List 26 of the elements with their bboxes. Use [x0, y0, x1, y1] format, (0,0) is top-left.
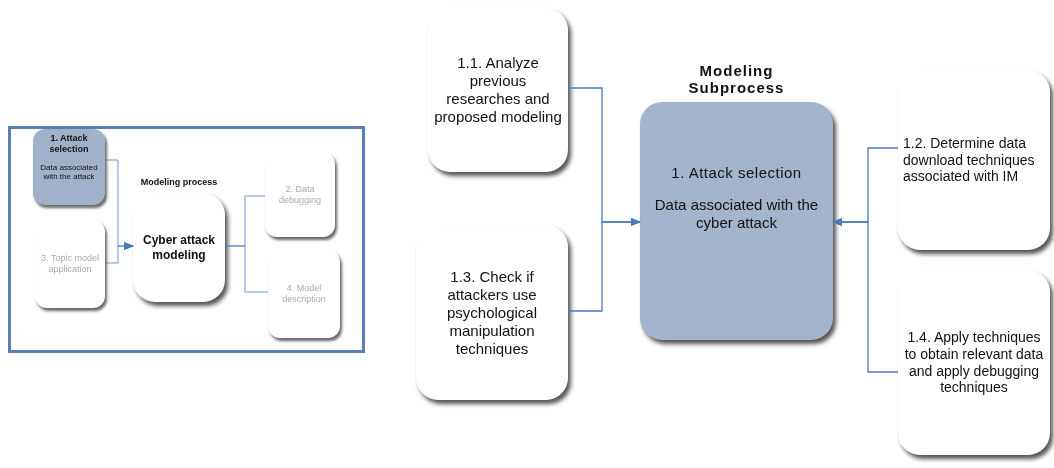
box-text: Data associated with the attack [39, 162, 99, 182]
process-box [268, 250, 340, 338]
box-text: 1.2. Determine data download techniques associated with IM [902, 134, 1036, 186]
connector-line [224, 245, 269, 293]
section-heading: Modeling Subprocess [687, 62, 786, 96]
arrow [832, 218, 899, 373]
process-box [35, 220, 105, 308]
process-box [33, 129, 105, 205]
box-text: 1.4. Apply techniques to obtain relevant data and apply debugging techniques [903, 328, 1045, 397]
process-box [265, 152, 335, 237]
box-text: 1.1. Analyze previous researches and proposed modeling [433, 54, 563, 126]
process-box [416, 225, 568, 400]
arrow [567, 218, 641, 312]
process-box [898, 70, 1050, 250]
process-box [428, 8, 568, 172]
box-text: 1.3. Check if attackers use psychological manipulation techniques [445, 267, 539, 358]
box-text: 3. Topic model application [40, 253, 100, 275]
box-text: Cyber attack modeling [141, 233, 216, 262]
section-heading: Modeling process [139, 177, 219, 187]
box-title: 1. Attack selection [670, 164, 803, 182]
box-text: Data associated with the cyber attack [653, 195, 820, 232]
box-title: 1. Attack selection [48, 133, 90, 155]
box-text: 2. Data debugging [277, 183, 322, 206]
box-text: 4. Model description [281, 283, 327, 305]
inset-frame [8, 126, 365, 353]
process-box [898, 270, 1050, 455]
